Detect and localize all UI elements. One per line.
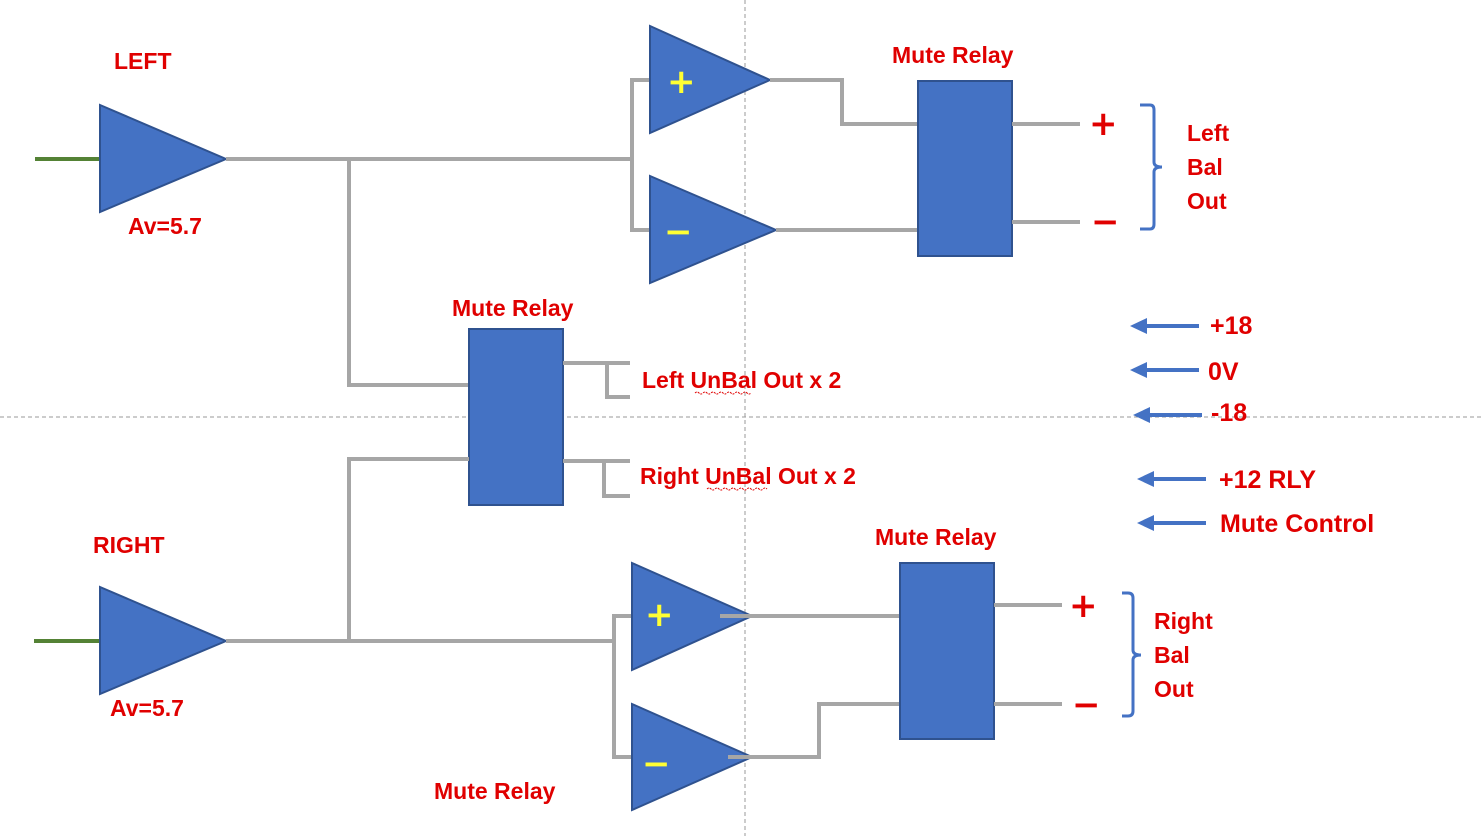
arrowhead-icon [1130,362,1147,378]
left-split-wire [630,78,652,232]
bottom-mute-relay-label: Mute Relay [875,524,997,550]
right-unbal-out-label: Right UnBal Out x 2 [640,463,856,489]
right-bal-minus-label: − [1072,685,1101,725]
center-mute-relay-label: Mute Relay [452,295,574,321]
unbalanced-mute-relay [468,328,564,506]
left-input-amplifier [99,103,229,214]
left-unbal-out-branch [605,365,630,399]
right-bal-brace [1122,591,1142,718]
right-minus-sign: − [642,744,671,784]
arrowhead-icon [1133,407,1150,423]
power-input-0v: 0V [1130,358,1239,386]
right-plus-sign: + [645,595,674,635]
left-to-center-relay-wire [347,159,469,387]
right-bal-out-label-3: Out [1154,676,1194,702]
right-minus-amplifier [631,702,755,812]
right-gain-label: Av=5.7 [110,695,184,721]
right-minus-to-relay-wire [728,702,900,759]
left-unbal-out-label: Left UnBal Out x 2 [642,367,841,393]
arrowhead-icon [1130,318,1147,334]
arrowhead-icon [1137,515,1154,531]
left-gain-label: Av=5.7 [128,213,202,239]
left-bal-plus-label: + [1089,104,1118,144]
right-plus-amplifier [631,561,755,672]
power-input-minus18: -18 [1133,399,1247,427]
right-bal-plus-label: + [1069,586,1098,626]
left-channel-label: LEFT [114,48,172,74]
right-unbal-out-branch [602,463,630,498]
power-label: Mute Control [1220,510,1374,538]
left-plus-amplifier [649,24,773,135]
left-bal-out-label-2: Bal [1187,154,1223,180]
left-bal-minus-label: − [1091,202,1120,242]
power-input-plus12-rly: +12 RLY [1137,466,1316,494]
top-mute-relay-label: Mute Relay [892,42,1014,68]
left-minus-amplifier [649,174,779,285]
right-input-amplifier [99,585,229,696]
left-minus-sign: − [664,212,693,252]
spellcheck-underline [706,487,768,491]
spellcheck-underline [694,391,752,395]
power-label: +18 [1210,312,1253,340]
power-label: +12 RLY [1219,466,1316,494]
right-bal-out-label-1: Right [1154,608,1213,634]
left-bal-out-label-3: Out [1187,188,1227,214]
right-split-wire [612,614,634,759]
power-label: 0V [1208,358,1239,386]
footer-mute-relay-label: Mute Relay [434,778,556,804]
right-channel-label: RIGHT [93,532,165,558]
right-bal-out-label-2: Bal [1154,642,1190,668]
arrowhead-icon [1137,471,1154,487]
power-input-mute-control: Mute Control [1137,510,1374,538]
left-bal-out-label-1: Left [1187,120,1230,146]
power-label: -18 [1211,399,1247,427]
left-plus-sign: + [667,62,696,102]
left-plus-to-relay-wire [770,78,918,126]
right-to-center-relay-wire [347,457,469,641]
right-mute-relay [899,562,995,740]
power-input-plus18: +18 [1130,312,1253,340]
left-mute-relay [917,80,1013,257]
left-bal-brace [1140,103,1163,231]
